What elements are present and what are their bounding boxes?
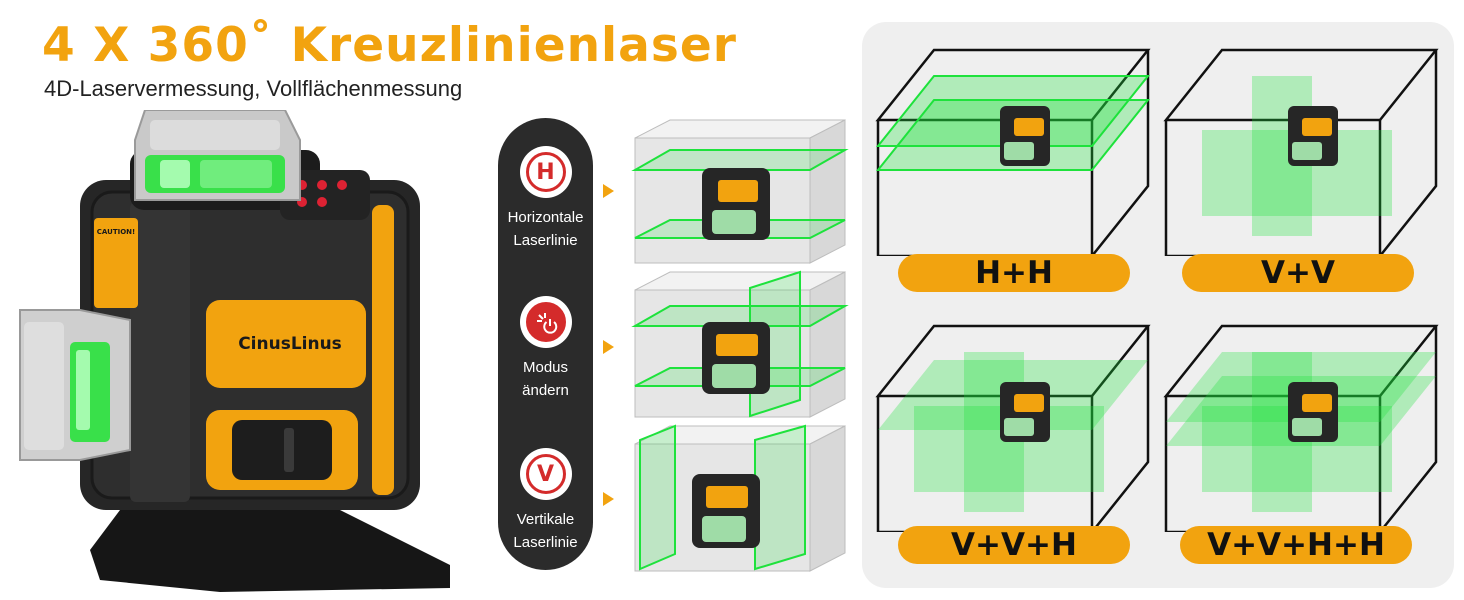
mode-label-change: Modus ändern — [522, 359, 569, 399]
mode-label-horizontal: Horizontale Laserlinie — [507, 209, 584, 249]
page-title: 4 X 360˚ Kreuzlinienlaser — [42, 18, 737, 73]
combo-vvhh-illustration — [1162, 322, 1440, 534]
arrow-right-icon — [603, 184, 614, 198]
laser-level-device-image: CinusLinus CAUTION! — [10, 109, 470, 600]
mode-change: Modus ändern — [498, 296, 593, 402]
combo-label-vv: V+V — [1182, 254, 1414, 292]
mode-label-vertical: Vertikale Laserlinie — [513, 511, 578, 551]
arrow-right-icon — [603, 340, 614, 354]
laser-modes-panel: H Horizontale Laserlinie Modus ändern V … — [498, 118, 593, 570]
combo-label-vvhh: V+V+H+H — [1180, 526, 1412, 564]
mode-horizontal: H Horizontale Laserlinie — [498, 146, 593, 252]
page-subtitle: 4D-Laservermessung, Vollflächenmessung — [44, 76, 463, 101]
combo-vvh-illustration — [874, 322, 1152, 534]
scene-change — [630, 270, 850, 420]
combo-label-vvh: V+V+H — [898, 526, 1130, 564]
scene-horizontal — [630, 118, 850, 266]
combo-hh-illustration — [874, 46, 1152, 258]
device-brand-label: CinusLinus — [238, 334, 342, 354]
h-letter-icon: H — [519, 146, 572, 198]
mode-vertical: V Vertikale Laserlinie — [498, 448, 593, 554]
combo-vv-illustration — [1162, 46, 1440, 258]
combo-label-hh: H+H — [898, 254, 1130, 292]
arrow-right-icon — [603, 492, 614, 506]
scene-vertical — [630, 424, 850, 574]
combinations-panel: H+H V+V V+V+H — [862, 22, 1454, 588]
laser-power-icon — [519, 296, 572, 348]
v-letter-icon: V — [519, 448, 572, 500]
device-caution-label: CAUTION! — [96, 228, 136, 236]
